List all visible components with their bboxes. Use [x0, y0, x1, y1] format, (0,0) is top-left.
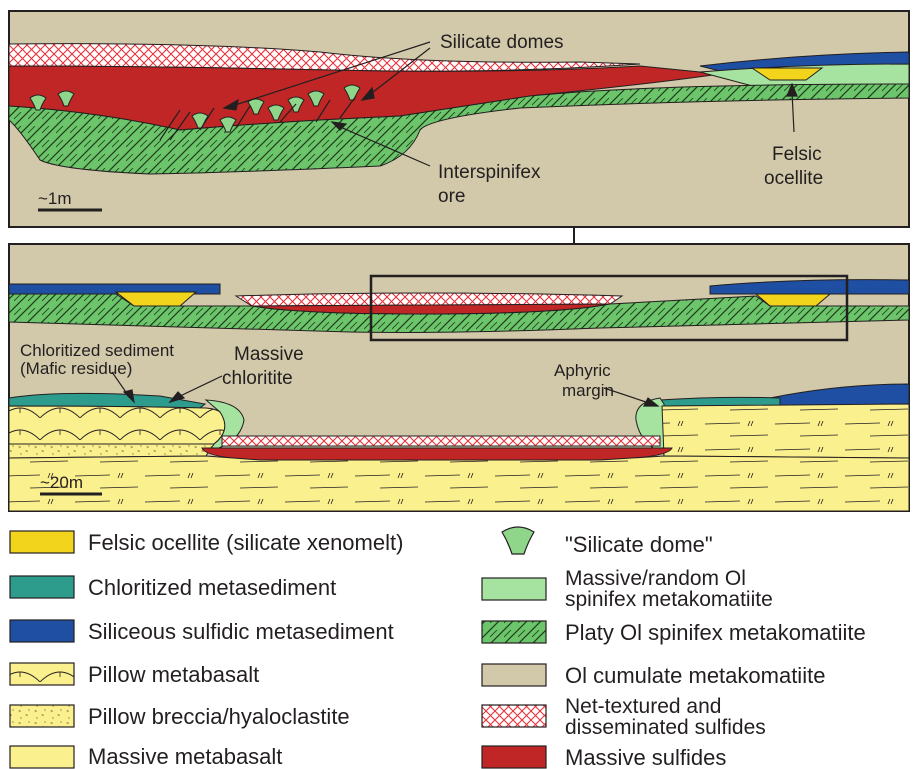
swatch-silicate-dome-icon [502, 527, 534, 554]
legend-massive-sulfides: Massive sulfides [565, 745, 726, 769]
swatch-pillow-metabasalt [10, 663, 74, 685]
legend-massive-metabasalt: Massive metabasalt [88, 744, 282, 769]
legend-net-textured-line1: Net-textured and [565, 695, 721, 718]
label-interspinifex-ore: ore [438, 186, 465, 207]
legend-net-textured-line2: disseminated sulfides [565, 716, 766, 739]
swatch-felsic-ocellite [10, 531, 74, 553]
net-sulfide-channel [222, 436, 660, 446]
legend-siliceous-metasediment: Siliceous sulfidic metasediment [88, 619, 394, 644]
label-interspinifex: Interspinifex [438, 162, 541, 183]
label-silicate-domes: Silicate domes [440, 32, 564, 53]
legend-pillow-metabasalt: Pillow metabasalt [88, 662, 259, 687]
swatch-ol-cumulate [482, 664, 546, 686]
lower-panel: Chloritized sediment (Mafic residue) Mas… [9, 244, 909, 511]
legend-felsic-ocellite: Felsic ocellite (silicate xenomelt) [88, 530, 403, 555]
legend-ol-cumulate: Ol cumulate metakomatiite [565, 663, 825, 688]
massive-sulfide-channel [202, 448, 672, 460]
legend: Felsic ocellite (silicate xenomelt) Chlo… [10, 527, 866, 769]
legend-massive-spinifex-line1: Massive/random Ol [565, 567, 746, 590]
upper-panel: Silicate domes Interspinifex ore Felsic … [9, 11, 909, 227]
swatch-pillow-breccia [10, 705, 74, 727]
swatch-massive-spinifex [482, 578, 546, 600]
pillow-basalt-left [9, 406, 230, 444]
swatch-massive-metabasalt [10, 746, 74, 768]
legend-pillow-breccia: Pillow breccia/hyaloclastite [88, 704, 350, 729]
swatch-siliceous-metasediment [10, 620, 74, 642]
legend-massive-spinifex-line2: spinifex metakomatiite [565, 588, 773, 611]
legend-platy-spinifex: Platy Ol spinifex metakomatiite [565, 620, 866, 645]
lower-scale-label: ~20m [40, 473, 83, 492]
legend-chloritized-metasediment: Chloritized metasediment [88, 575, 336, 600]
label-massive: Massive [234, 344, 304, 365]
massive-basalt-right [662, 404, 909, 458]
legend-silicate-dome: "Silicate dome" [565, 532, 713, 557]
upper-scale-label: ~1m [38, 189, 72, 208]
label-chloritite: chloritite [222, 368, 293, 389]
swatch-net-textured-sulfides [482, 705, 546, 727]
label-felsic-ocellite: ocellite [764, 168, 823, 189]
swatch-platy-spinifex [482, 621, 546, 643]
label-margin: margin [562, 381, 614, 400]
label-aphyric: Aphyric [554, 361, 611, 380]
label-felsic: Felsic [772, 144, 822, 165]
swatch-massive-sulfides [482, 746, 546, 768]
label-mafic-residue: (Mafic residue) [20, 359, 132, 378]
label-chloritized-sediment: Chloritized sediment [20, 341, 174, 360]
swatch-chloritized-metasediment [10, 576, 74, 598]
massive-basalt-base [9, 456, 909, 511]
